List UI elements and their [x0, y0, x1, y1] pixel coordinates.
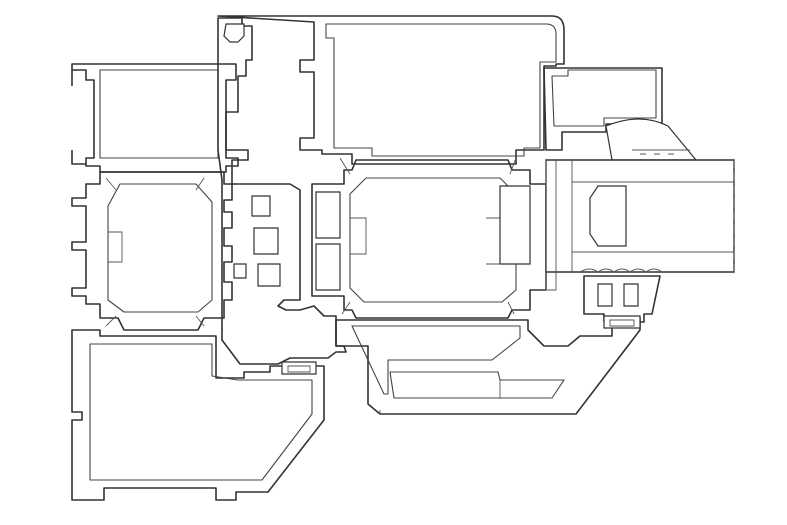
left-frame-middle-chamber: [71, 171, 233, 331]
thermal-break-section: [217, 17, 347, 375]
left-frame-lower-chamber: [71, 329, 325, 501]
glass-pane: [545, 159, 735, 291]
left-frame-upper-chamber: [71, 63, 239, 173]
right-glazing-bead-top: [543, 67, 698, 161]
centre-sash-chamber: [311, 157, 547, 319]
right-glazing-bead-bottom: [583, 275, 661, 329]
lower-sash-profile: [335, 317, 641, 415]
top-sash-profile: [217, 15, 565, 165]
